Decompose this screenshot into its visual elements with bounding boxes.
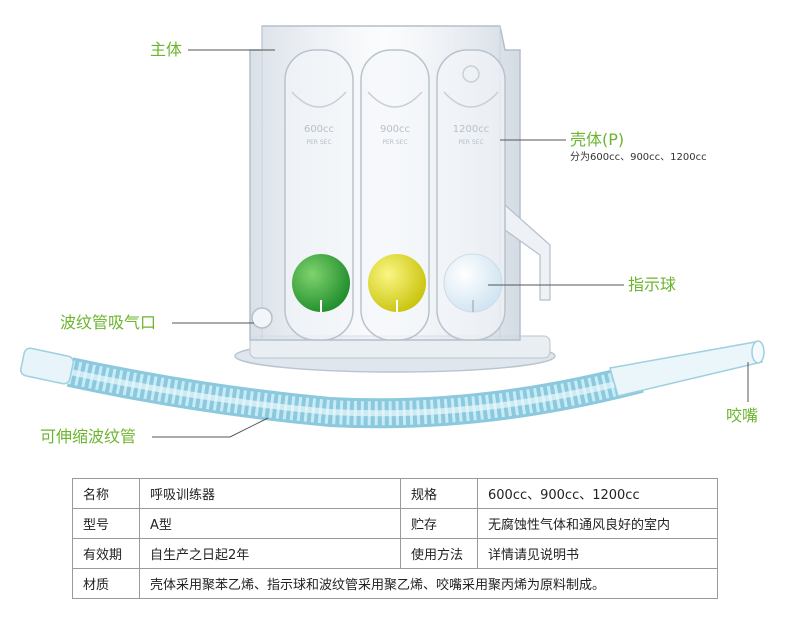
spec-row: 型号 A型 贮存 无腐蚀性气体和通风良好的室内 — [72, 508, 718, 539]
spec-table: 名称 呼吸训练器 规格 600cc、900cc、1200cc 型号 A型 贮存 … — [72, 478, 718, 599]
spec-key: 使用方法 — [400, 538, 478, 569]
indicator-ball-green — [292, 254, 350, 312]
spec-value: 600cc、900cc、1200cc — [477, 478, 718, 509]
callout-tube: 可伸缩波纹管 — [40, 427, 137, 446]
column-3-unit: PER SEC — [458, 139, 483, 146]
spec-value: 自生产之日起2年 — [139, 538, 401, 569]
column-3-capacity: 1200cc — [453, 124, 489, 135]
spec-key: 贮存 — [400, 508, 478, 539]
spec-key: 有效期 — [72, 538, 140, 569]
corrugated-tube — [20, 347, 644, 429]
respiratory-trainer-image: 600cc PER SEC 900cc PER SEC 1200cc PER S… — [20, 25, 765, 438]
callout-shell: 壳体(P) — [570, 130, 625, 149]
spec-key: 名称 — [72, 478, 140, 509]
indicator-ball-yellow — [368, 254, 426, 312]
callout-leader-lines — [152, 49, 749, 438]
spec-key: 型号 — [72, 508, 140, 539]
spec-key: 规格 — [400, 478, 478, 509]
spec-value: 壳体采用聚苯乙烯、指示球和波纹管采用聚乙烯、咬嘴采用聚丙烯为原料制成。 — [139, 568, 718, 599]
spec-row: 有效期 自生产之日起2年 使用方法 详情请见说明书 — [72, 538, 718, 569]
callout-body: 主体 — [150, 40, 183, 59]
spec-value: 无腐蚀性气体和通风良好的室内 — [477, 508, 718, 539]
callout-inlet: 波纹管吸气口 — [60, 313, 157, 332]
callout-shell-note: 分为600cc、900cc、1200cc — [570, 152, 707, 163]
column-2-unit: PER SEC — [382, 139, 407, 146]
spec-value: A型 — [139, 508, 401, 539]
product-illustration: 600cc PER SEC 900cc PER SEC 1200cc PER S… — [20, 25, 765, 446]
spec-value: 呼吸训练器 — [139, 478, 401, 509]
column-2-capacity: 900cc — [380, 124, 410, 135]
mouthpiece — [609, 340, 765, 397]
spec-row: 材质 壳体采用聚苯乙烯、指示球和波纹管采用聚乙烯、咬嘴采用聚丙烯为原料制成。 — [72, 568, 718, 599]
callout-mouthpiece: 咬嘴 — [726, 406, 759, 425]
callout-indicator-ball: 指示球 — [628, 275, 677, 294]
spec-key: 材质 — [72, 568, 140, 599]
column-1-capacity: 600cc — [304, 124, 334, 135]
spec-row: 名称 呼吸训练器 规格 600cc、900cc、1200cc — [72, 478, 718, 509]
spec-value: 详情请见说明书 — [477, 538, 718, 569]
device-base — [234, 335, 556, 373]
column-1-unit: PER SEC — [306, 139, 331, 146]
